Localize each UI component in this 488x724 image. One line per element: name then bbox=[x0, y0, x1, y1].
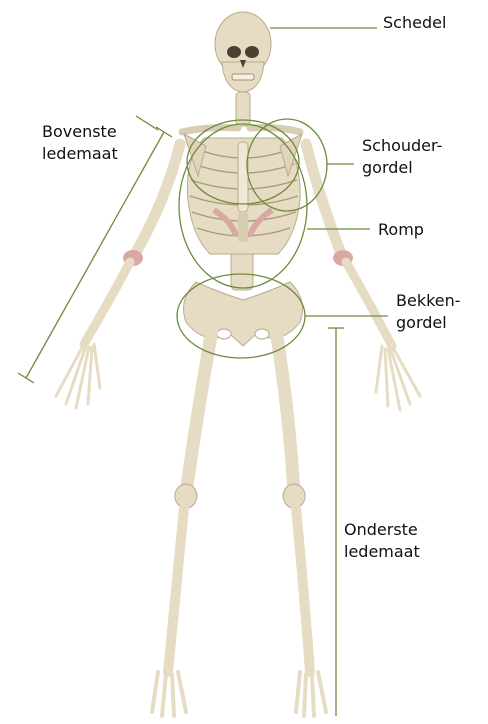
upper-limb-bracket bbox=[26, 132, 164, 378]
upper-limb-label: Bovenste ledemaat bbox=[42, 121, 118, 165]
sternum bbox=[238, 142, 248, 212]
left-eye-socket bbox=[227, 46, 241, 58]
left-foot bbox=[152, 672, 186, 716]
cervical-spine bbox=[236, 92, 250, 126]
left-obturator bbox=[217, 329, 231, 339]
left-hand bbox=[56, 344, 100, 408]
right-humerus bbox=[306, 144, 342, 256]
upper-limb-leader bbox=[136, 116, 158, 130]
left-humerus bbox=[134, 144, 180, 256]
right-forearm bbox=[346, 262, 392, 346]
thoracic-spine bbox=[238, 212, 248, 242]
pelvic-girdle-label: Bekken- gordel bbox=[396, 290, 461, 334]
skeleton-bones bbox=[56, 12, 420, 716]
right-foot bbox=[296, 672, 326, 716]
teeth bbox=[232, 74, 254, 80]
left-forearm bbox=[84, 262, 130, 344]
pelvis bbox=[184, 282, 303, 346]
trunk-label: Romp bbox=[378, 219, 424, 241]
skull-label: Schedel bbox=[383, 12, 446, 34]
upper-limb-bracket-bottom bbox=[18, 373, 34, 383]
right-eye-socket bbox=[245, 46, 259, 58]
left-shin bbox=[168, 508, 184, 672]
right-shin bbox=[296, 508, 310, 672]
upper-limb-bracket-top bbox=[156, 127, 172, 137]
right-hand bbox=[376, 346, 420, 410]
right-obturator bbox=[255, 329, 269, 339]
left-femur bbox=[186, 330, 212, 494]
shoulder-girdle-label: Schouder- gordel bbox=[362, 135, 442, 179]
lower-limb-label: Onderste ledemaat bbox=[344, 519, 420, 563]
right-femur bbox=[276, 330, 294, 494]
